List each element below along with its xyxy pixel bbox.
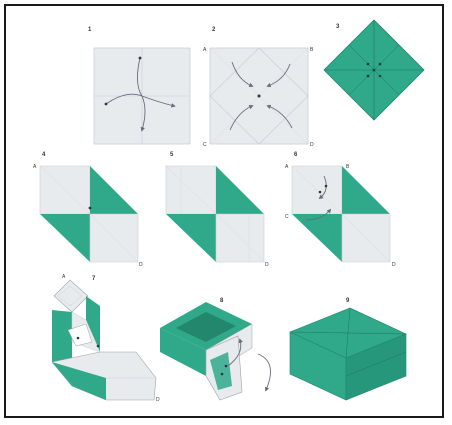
teal-flap [342, 166, 390, 214]
step-9-number: 9 [346, 298, 350, 304]
fold-arrow [231, 61, 254, 88]
point-marker [96, 344, 100, 348]
point-marker [138, 56, 142, 60]
teal-wall [52, 310, 72, 368]
fold-arrow [229, 104, 254, 131]
corner-label-d: D [265, 262, 269, 268]
fold-line [39, 165, 91, 215]
point-marker [104, 102, 108, 106]
fold-arrow [227, 338, 243, 367]
corner-label-a: A [285, 164, 289, 170]
diamond-fold-lines [209, 47, 309, 145]
point-marker [76, 336, 80, 340]
corner-label-a: A [203, 47, 207, 53]
corner-label-a: A [33, 164, 37, 170]
teal-flap [216, 166, 264, 214]
teal-flap [40, 214, 90, 262]
step-7: 7 A D [51, 274, 160, 403]
origami-box-diagram: 1 2 A B C D 3 [33, 19, 425, 403]
step-6: 6 A B C D [285, 152, 396, 268]
corner-label-d: D [392, 262, 396, 268]
step-9: 9 [289, 298, 407, 401]
step-8-number: 8 [220, 298, 224, 304]
point-marker [366, 62, 370, 66]
point-marker [366, 74, 370, 78]
step-2-number: 2 [212, 27, 216, 33]
step-4: 4 A D [33, 152, 143, 268]
step-1-number: 1 [88, 27, 92, 33]
teal-inner [176, 312, 236, 342]
corner-label-c: C [203, 142, 207, 148]
fold-line [345, 351, 407, 377]
center-marker [257, 94, 261, 98]
teal-wall [160, 328, 206, 376]
diagram-frame: 1 2 A B C D 3 [4, 4, 444, 418]
fold-arrow [266, 63, 291, 88]
step-6-number: 6 [294, 152, 298, 158]
fold-arrow [305, 208, 332, 221]
step-7-number: 7 [92, 276, 96, 282]
teal-flap [90, 166, 138, 214]
fold-line [165, 165, 217, 215]
point-marker [372, 68, 376, 72]
step-5: 5 D [165, 152, 269, 268]
fold-line [89, 213, 139, 263]
fold-line [341, 213, 391, 263]
fold-arrow [257, 353, 271, 392]
point-marker [318, 190, 322, 194]
inner-flap [67, 323, 93, 347]
point-marker [324, 184, 328, 188]
fold-arrow [318, 175, 327, 200]
fold-arrow [105, 93, 176, 108]
step-3: 3 [323, 19, 425, 121]
point-marker [378, 74, 382, 78]
point-marker [220, 372, 224, 376]
step-4-number: 4 [42, 152, 46, 158]
teal-flap [210, 352, 232, 390]
step-3-number: 3 [336, 24, 340, 30]
fold-line [345, 307, 351, 359]
corner-label-d: D [156, 397, 160, 403]
point-marker [88, 206, 92, 210]
teal-wall [52, 362, 106, 400]
corner-label-b: B [310, 47, 314, 53]
step-8: 8 [160, 298, 271, 401]
step-5-number: 5 [170, 152, 174, 158]
step-2: 2 A B C D [203, 27, 314, 148]
corner-label-a: A [62, 274, 66, 280]
corner-label-d: D [310, 142, 314, 148]
teal-flap [166, 214, 216, 262]
fold-line [57, 285, 83, 307]
point-marker [378, 62, 382, 66]
corner-label-b: B [346, 164, 350, 170]
fold-line [291, 165, 343, 215]
box-side-right [345, 333, 407, 401]
teal-flap [292, 214, 342, 262]
point-marker [224, 364, 228, 368]
step-1: 1 [88, 27, 191, 145]
corner-label-c: C [285, 214, 289, 220]
fold-arrow [266, 104, 293, 129]
fold-line [215, 213, 265, 263]
raised-flap [53, 279, 89, 313]
corner-label-d: D [139, 262, 143, 268]
